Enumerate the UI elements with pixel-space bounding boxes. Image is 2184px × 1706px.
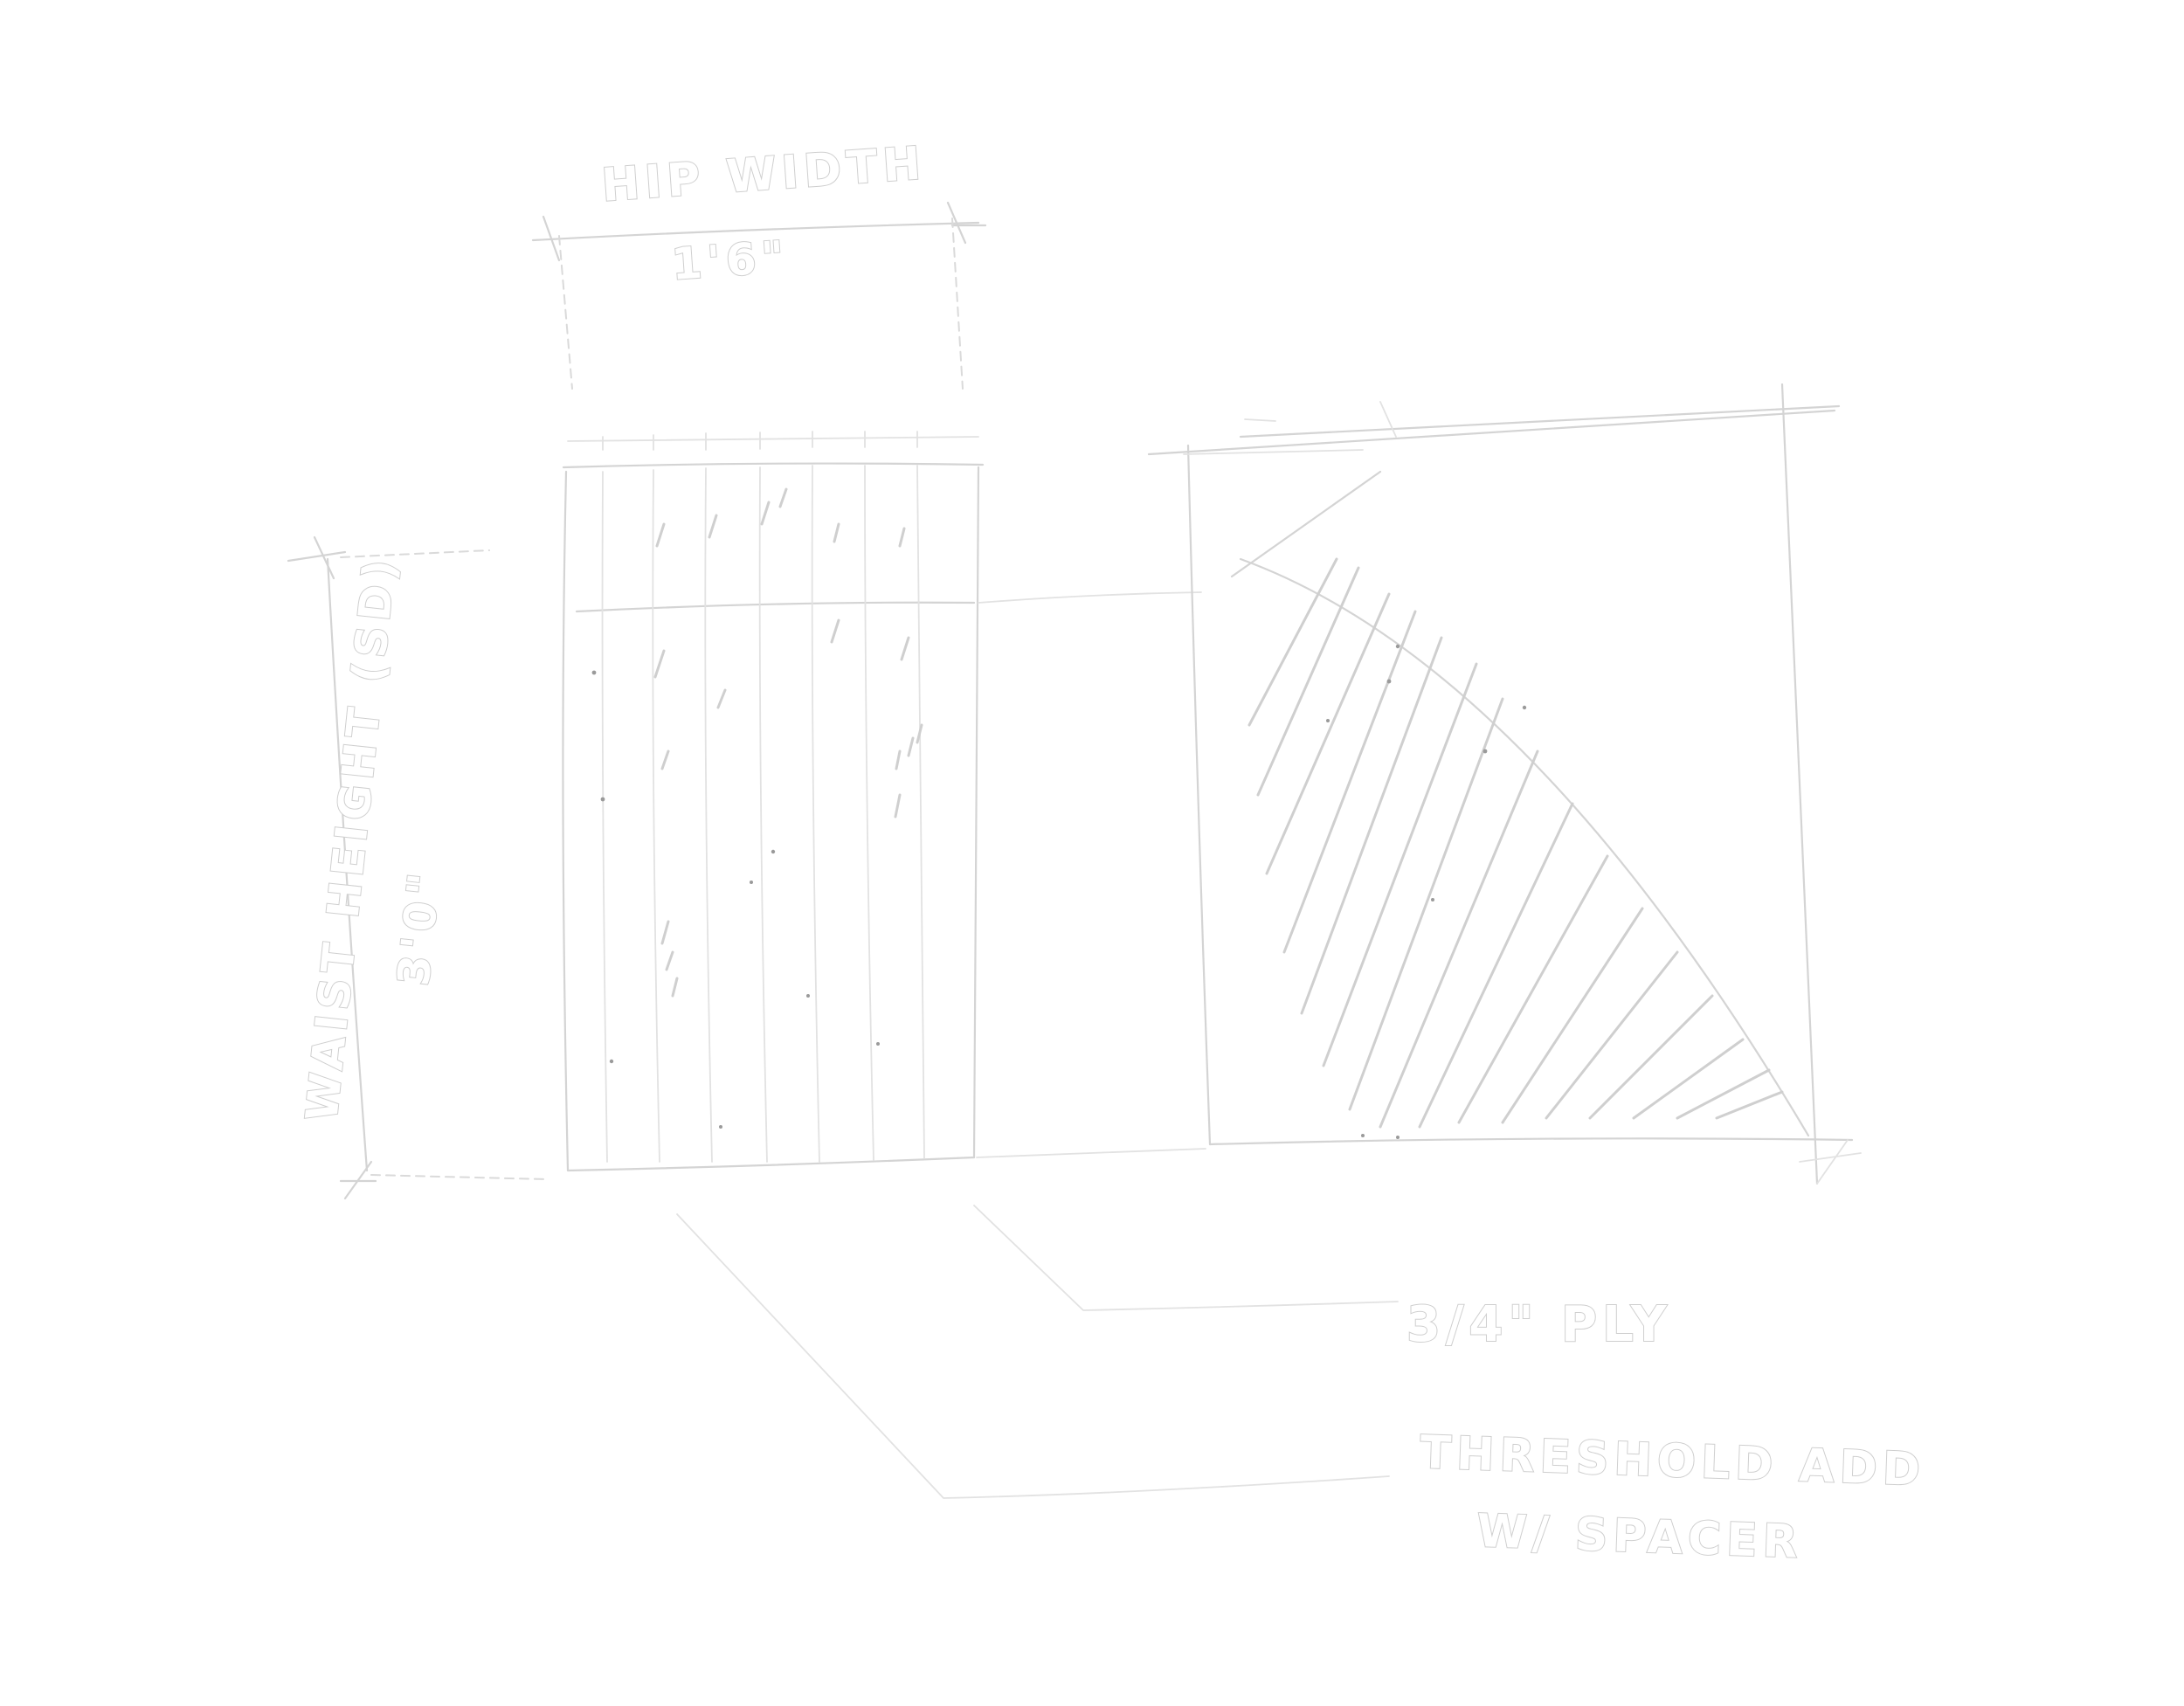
waist-height-value: 3'0" xyxy=(388,866,451,988)
hip-width-ext-right xyxy=(951,218,964,390)
section-top-slope xyxy=(1230,470,1382,578)
connector-top xyxy=(978,591,1202,604)
waist-height-ext-bottom xyxy=(370,1174,547,1180)
threshold-note-line1: THRESHOLD ADD xyxy=(1420,1426,1926,1496)
hip-width-value: 1'6" xyxy=(670,231,791,290)
hip-width-label: HIP WIDTH xyxy=(600,137,928,212)
waist-height-tick-top xyxy=(287,535,347,580)
hip-width-tick-left xyxy=(542,215,561,262)
connector-bottom xyxy=(976,1148,1206,1158)
section-frame-left xyxy=(1186,444,1212,1146)
rail-ticks xyxy=(602,431,918,451)
section-frame-top-ext xyxy=(1239,404,1841,439)
waist-height-label: WAIST HEIGHT (SD) xyxy=(296,552,406,1123)
slat-line-7 xyxy=(916,465,925,1159)
section-corner-tick xyxy=(1799,1139,1862,1185)
annotations: 3/4" PLY THRESHOLD ADD W/ SPACER xyxy=(676,1205,1927,1570)
waist-height-ext-top xyxy=(340,549,490,558)
ply-leader xyxy=(973,1205,1399,1311)
section-hatching xyxy=(1248,557,1784,1129)
section-frame-right xyxy=(1780,383,1819,1185)
panel-bottom-edge xyxy=(566,1156,976,1172)
section-hypotenuse xyxy=(1239,557,1810,1137)
section-base xyxy=(1208,1137,1854,1146)
slat-line-6 xyxy=(864,465,874,1161)
waist-height-tick-bottom xyxy=(339,1160,377,1200)
ply-note: 3/4" PLY xyxy=(1406,1296,1672,1353)
hip-width-dim-line xyxy=(531,221,980,242)
panel-stipple xyxy=(591,670,880,1129)
slat-line-5 xyxy=(811,465,820,1163)
waist-height-dimension: WAIST HEIGHT (SD) 3'0" xyxy=(287,535,547,1200)
side-section xyxy=(1147,383,1862,1185)
slat-line-4 xyxy=(758,466,768,1163)
slat-line-1 xyxy=(601,471,608,1163)
threshold-note-line2: W/ SPACER xyxy=(1476,1505,1804,1569)
hip-width-tick-right xyxy=(946,201,987,245)
slat-grain-marks xyxy=(653,487,923,998)
section-frame-top xyxy=(1147,409,1836,456)
threshold-leader xyxy=(676,1213,1390,1499)
section-stipple xyxy=(1326,644,1527,1139)
hip-width-ext-left xyxy=(558,235,573,390)
front-elevation-panel xyxy=(562,431,985,1172)
waist-height-dim-line xyxy=(326,557,369,1172)
panel-top-rail xyxy=(567,436,979,442)
hip-width-dimension: HIP WIDTH 1'6" xyxy=(531,136,987,390)
panel-top-edge xyxy=(562,462,985,469)
panel-cap-line xyxy=(575,601,976,613)
connector-block xyxy=(976,591,1206,1158)
slat-line-3 xyxy=(704,467,713,1163)
slat-line-2 xyxy=(652,469,660,1163)
section-top-dim xyxy=(1183,401,1397,455)
panel-left-edge xyxy=(562,470,570,1172)
panel-right-edge xyxy=(972,466,980,1159)
